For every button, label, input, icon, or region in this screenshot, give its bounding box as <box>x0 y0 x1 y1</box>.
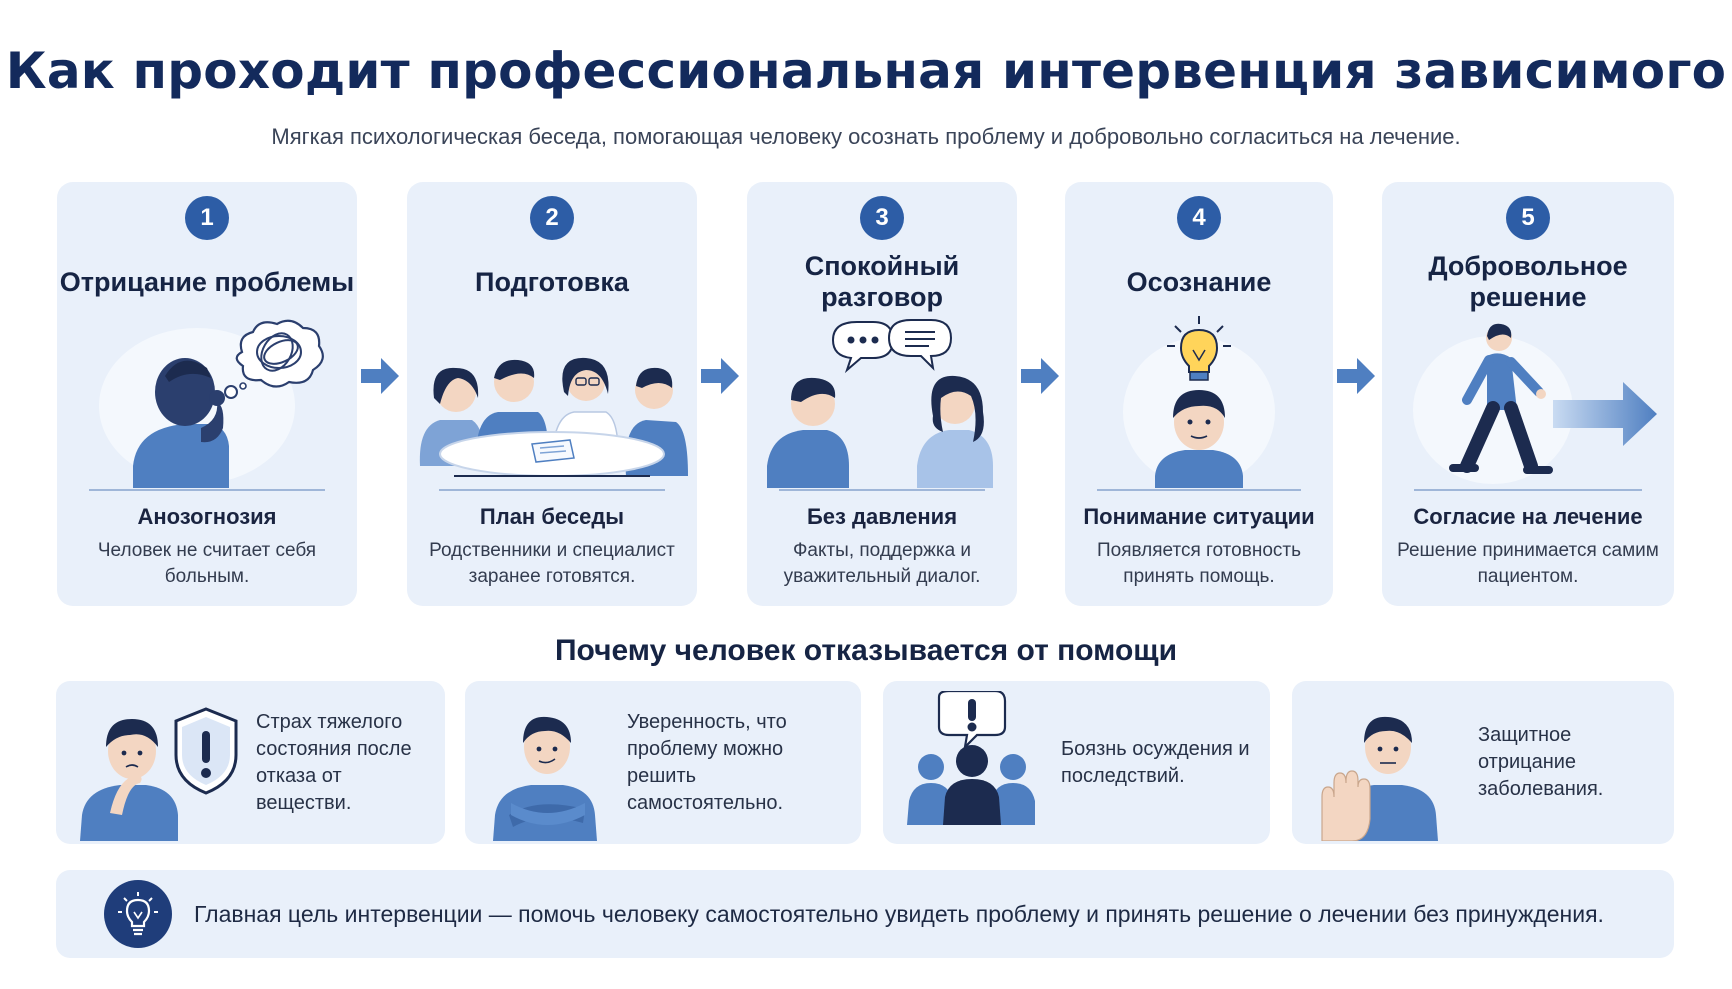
page-title: Как проходит профессиональная интервенци… <box>5 42 1727 100</box>
step-subtitle: План беседы <box>479 504 625 529</box>
step-card-3: 3 Спокойный разговор Без давления Факты,… <box>747 182 1017 606</box>
step-number-badge: 3 <box>860 196 904 240</box>
step-title: Отрицание проблемы <box>59 266 355 297</box>
step-subtitle: Анозогнозия <box>137 504 277 529</box>
reason-text: Боязнь осуждения и последствий. <box>1061 737 1250 787</box>
step-description: Появляется готовность принять помощь. <box>1096 540 1301 587</box>
step-subtitle: Согласие на лечение <box>1413 504 1643 529</box>
step-divider <box>779 489 985 491</box>
lightbulb-icon <box>104 880 172 948</box>
step-description: Человек не считает себя больным. <box>97 540 317 587</box>
reasons-section-title: Почему человек отказывается от помощи <box>554 634 1178 667</box>
arrow-right-icon <box>701 358 739 394</box>
step-number-badge: 4 <box>1177 196 1221 240</box>
page-subtitle: Мягкая психологическая беседа, помогающа… <box>271 124 1461 149</box>
step-subtitle: Понимание ситуации <box>1083 504 1315 529</box>
thinking-person-illustration <box>57 316 357 488</box>
step-title: Спокойный разговор <box>804 251 960 312</box>
step-card-2: 2 Подготовка План беседы Родственники и … <box>407 182 697 606</box>
main-goal-banner: Главная цель интервенции — помочь челове… <box>56 870 1674 958</box>
step-divider <box>1097 489 1301 491</box>
arrow-right-icon <box>1337 358 1375 394</box>
step-description: Факты, поддержка и уважительный диалог. <box>783 540 981 587</box>
step-subtitle: Без давления <box>806 504 958 529</box>
reason-text: Защитное отрицание заболевания. <box>1478 724 1604 800</box>
step-number-badge: 1 <box>185 196 229 240</box>
reason-card-2: Уверенность, что проблему можно решить с… <box>465 681 861 844</box>
step-number-badge: 2 <box>530 196 574 240</box>
calm-dialogue-illustration <box>747 316 1017 488</box>
walking-forward-illustration <box>1382 316 1674 488</box>
reason-card-1: Страх тяжелого состояния после отказа от… <box>56 681 445 844</box>
reason-card-3: Боязнь осуждения и последствий. <box>883 681 1270 844</box>
family-meeting-illustration <box>407 316 697 488</box>
arrow-right-icon <box>1021 358 1059 394</box>
step-title: Осознание <box>1126 266 1272 297</box>
arrow-right-icon <box>361 358 399 394</box>
shield-warning-icon <box>80 707 238 841</box>
reason-card-4: Защитное отрицание заболевания. <box>1292 681 1674 844</box>
step-divider <box>89 489 325 491</box>
awareness-lightbulb-illustration <box>1065 316 1333 488</box>
step-description: Решение принимается самим пациентом. <box>1397 540 1659 587</box>
step-description: Родственники и специалист заранее готовя… <box>429 540 675 587</box>
step-number-badge: 5 <box>1506 196 1550 240</box>
step-title: Добровольное решение <box>1428 251 1628 312</box>
crossed-arms-person-icon <box>493 716 597 841</box>
step-divider <box>1414 489 1642 491</box>
main-goal-text: Главная цель интервенции — помочь челове… <box>194 900 1604 927</box>
stop-hand-person-icon <box>1321 716 1438 841</box>
step-card-4: 4 Осознание Понимание ситуации Появляетс… <box>1065 182 1333 606</box>
step-divider <box>439 489 665 491</box>
group-exclamation-icon <box>907 691 1035 825</box>
step-card-1: 1 Отрицание проблемы Анозогнозия Человек… <box>57 182 357 606</box>
step-title: Подготовка <box>475 266 629 297</box>
step-card-5: 5 Добровольное решение Согласие на лече <box>1382 182 1674 606</box>
reason-text: Уверенность, что проблему можно решить с… <box>627 710 787 814</box>
reason-text: Страх тяжелого состояния после отказа от… <box>256 710 412 814</box>
